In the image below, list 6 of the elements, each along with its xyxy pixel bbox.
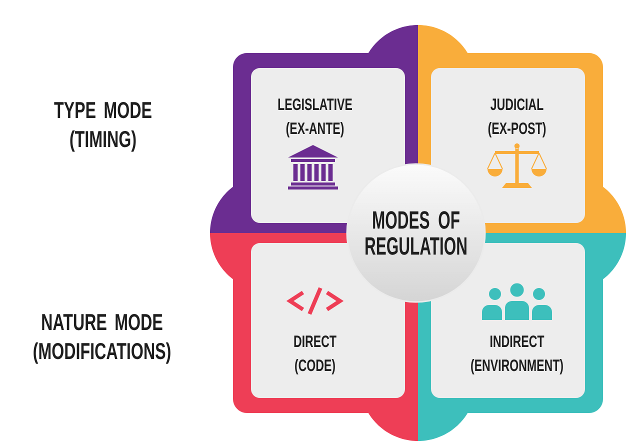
card-title: INDIRECT (ENVIRONMENT) <box>471 335 563 374</box>
row-label: NATURE MODE (MODIFICATIONS) <box>34 314 170 364</box>
card-title: JUDICIAL (EX-POST) <box>488 98 546 138</box>
row-label: TYPE MODE (TIMING) <box>54 102 152 152</box>
card-title: DIRECT (CODE) <box>294 335 336 374</box>
card-title: LEGISLATIVE (EX-ANTE) <box>278 98 352 138</box>
